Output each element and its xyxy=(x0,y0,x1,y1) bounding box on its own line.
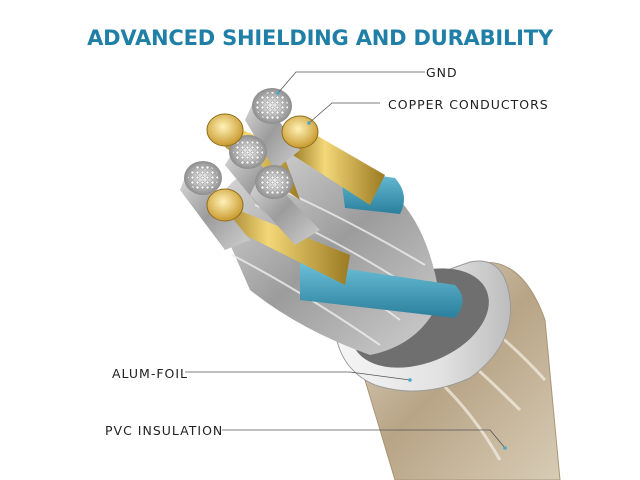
label-gnd: GND xyxy=(426,65,458,80)
gnd-leader xyxy=(277,71,425,94)
gold-end-right xyxy=(281,115,319,149)
leader-lines xyxy=(185,71,506,449)
leader-dots xyxy=(276,91,507,450)
gold-end-left xyxy=(206,188,244,222)
label-alum-foil: ALUM-FOIL xyxy=(112,366,189,381)
label-copper-conductors: COPPER CONDUCTORS xyxy=(388,97,549,112)
copper-leader xyxy=(308,102,380,124)
foil-leader xyxy=(185,371,411,381)
page-title: ADVANCED SHIELDING AND DURABILITY xyxy=(87,26,553,50)
label-pvc-insulation: PVC INSULATION xyxy=(105,423,224,438)
pvc-leader xyxy=(222,429,506,449)
gold-end-upper xyxy=(206,113,244,147)
copper-conductor-left xyxy=(213,200,350,285)
